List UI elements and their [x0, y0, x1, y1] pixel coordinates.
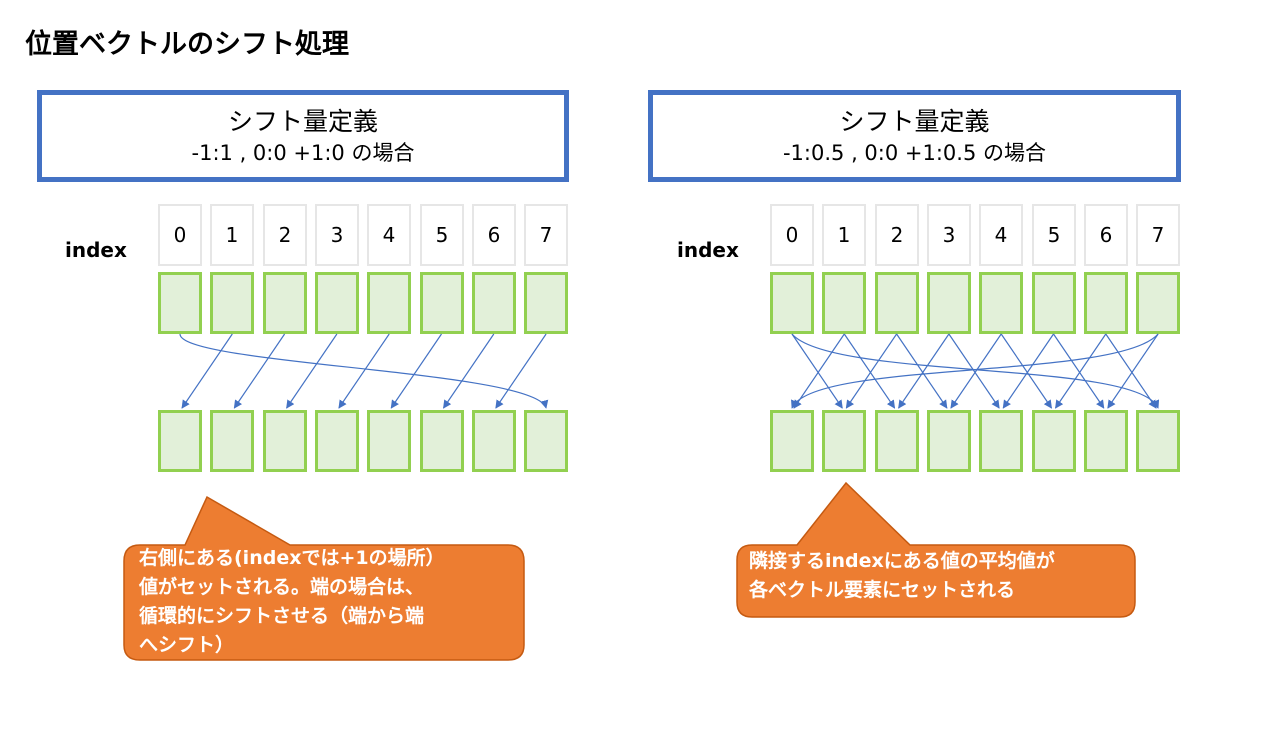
right-shift-definition-box: シフト量定義 -1:0.5 , 0:0 +1:0.5 の場合: [648, 90, 1181, 182]
right-right-neighbor-arrow: [1053, 333, 1105, 409]
left-source-cell: [210, 272, 254, 334]
right-result-cell: [1136, 410, 1180, 472]
right-right-neighbor-arrow: [896, 333, 948, 409]
left-index-cell-1: 1: [210, 204, 254, 266]
right-index-cell-2: 2: [875, 204, 919, 266]
right-index-cell-3: 3: [927, 204, 971, 266]
right-index-cell-0: 0: [770, 204, 814, 266]
left-index-cell-6: 6: [472, 204, 516, 266]
left-result-cell: [420, 410, 464, 472]
right-left-neighbor-arrow: [1002, 333, 1054, 409]
right-source-cell: [1136, 272, 1180, 334]
left-shift-arrow: [495, 333, 547, 409]
left-result-cell: [367, 410, 411, 472]
left-result-cell: [472, 410, 516, 472]
right-index-cell-6: 6: [1084, 204, 1128, 266]
right-right-neighbor-arrow: [791, 333, 843, 409]
left-source-cell: [420, 272, 464, 334]
left-index-cell-5: 5: [420, 204, 464, 266]
page-title: 位置ベクトルのシフト処理: [25, 29, 349, 60]
left-callout-shape: [123, 495, 525, 661]
right-index-cell-7: 7: [1136, 204, 1180, 266]
left-source-cell: [367, 272, 411, 334]
left-source-cell: [263, 272, 307, 334]
left-source-cell: [315, 272, 359, 334]
right-wrap-arrow: [791, 333, 1159, 409]
right-def-params: -1:0.5 , 0:0 +1:0.5 の場合: [782, 141, 1046, 165]
right-index-label: index: [677, 238, 739, 262]
right-result-cell: [979, 410, 1023, 472]
left-result-cell: [263, 410, 307, 472]
right-result-cell: [875, 410, 919, 472]
right-right-neighbor-arrow: [843, 333, 896, 409]
right-left-neighbor-arrow: [1055, 333, 1107, 409]
left-shift-definition-box: シフト量定義 -1:1 , 0:0 +1:0 の場合: [37, 90, 569, 182]
right-source-cell: [979, 272, 1023, 334]
left-result-cell: [158, 410, 202, 472]
right-right-neighbor-arrow: [1105, 333, 1157, 409]
right-source-cell: [822, 272, 866, 334]
left-index-cell-0: 0: [158, 204, 202, 266]
left-shift-arrow: [233, 333, 286, 409]
left-index-cell-4: 4: [367, 204, 411, 266]
left-def-params: -1:1 , 0:0 +1:0 の場合: [191, 141, 415, 165]
right-right-neighbor-arrow: [1000, 333, 1052, 409]
left-index-label: index: [65, 238, 127, 262]
left-shift-arrow: [390, 333, 442, 409]
right-result-cell: [1084, 410, 1128, 472]
right-source-cell: [1032, 272, 1076, 334]
right-source-cell: [770, 272, 814, 334]
right-def-title: シフト量定義: [839, 107, 990, 136]
right-left-neighbor-arrow: [793, 333, 845, 409]
right-source-cell: [1084, 272, 1128, 334]
right-index-cell-5: 5: [1032, 204, 1076, 266]
left-shift-arrow: [443, 333, 495, 409]
left-shift-arrow: [286, 333, 338, 409]
right-callout-text: 隣接するindexにある値の平均値が 各ベクトル要素にセットされる: [749, 550, 1055, 601]
right-callout-shape: [736, 481, 1136, 618]
left-result-cell: [315, 410, 359, 472]
left-index-cell-7: 7: [524, 204, 568, 266]
left-shift-arrow: [338, 333, 390, 409]
left-source-cell: [524, 272, 568, 334]
right-source-cell: [927, 272, 971, 334]
right-left-neighbor-arrow: [1107, 333, 1159, 409]
right-result-cell: [1032, 410, 1076, 472]
left-wrap-arrow: [179, 333, 549, 409]
left-result-cell: [210, 410, 254, 472]
right-right-neighbor-arrow: [948, 333, 1000, 409]
right-left-neighbor-arrow: [898, 333, 950, 409]
right-arrows: [791, 333, 1160, 409]
right-left-neighbor-arrow: [950, 333, 1002, 409]
right-wrap-arrow: [791, 333, 1160, 409]
right-index-cell-1: 1: [822, 204, 866, 266]
left-source-cell: [158, 272, 202, 334]
right-left-neighbor-arrow: [845, 333, 898, 409]
left-index-cell-3: 3: [315, 204, 359, 266]
left-callout-text: 右側にある(indexでは+1の場所） 値がセットされる。端の場合は、 循環的に…: [139, 547, 445, 656]
left-def-title: シフト量定義: [227, 107, 378, 136]
right-result-cell: [927, 410, 971, 472]
left-arrows: [179, 333, 549, 409]
left-result-cell: [524, 410, 568, 472]
right-index-cell-4: 4: [979, 204, 1023, 266]
right-result-cell: [822, 410, 866, 472]
right-result-cell: [770, 410, 814, 472]
left-shift-arrow: [181, 333, 233, 409]
left-source-cell: [472, 272, 516, 334]
left-index-cell-2: 2: [263, 204, 307, 266]
right-source-cell: [875, 272, 919, 334]
